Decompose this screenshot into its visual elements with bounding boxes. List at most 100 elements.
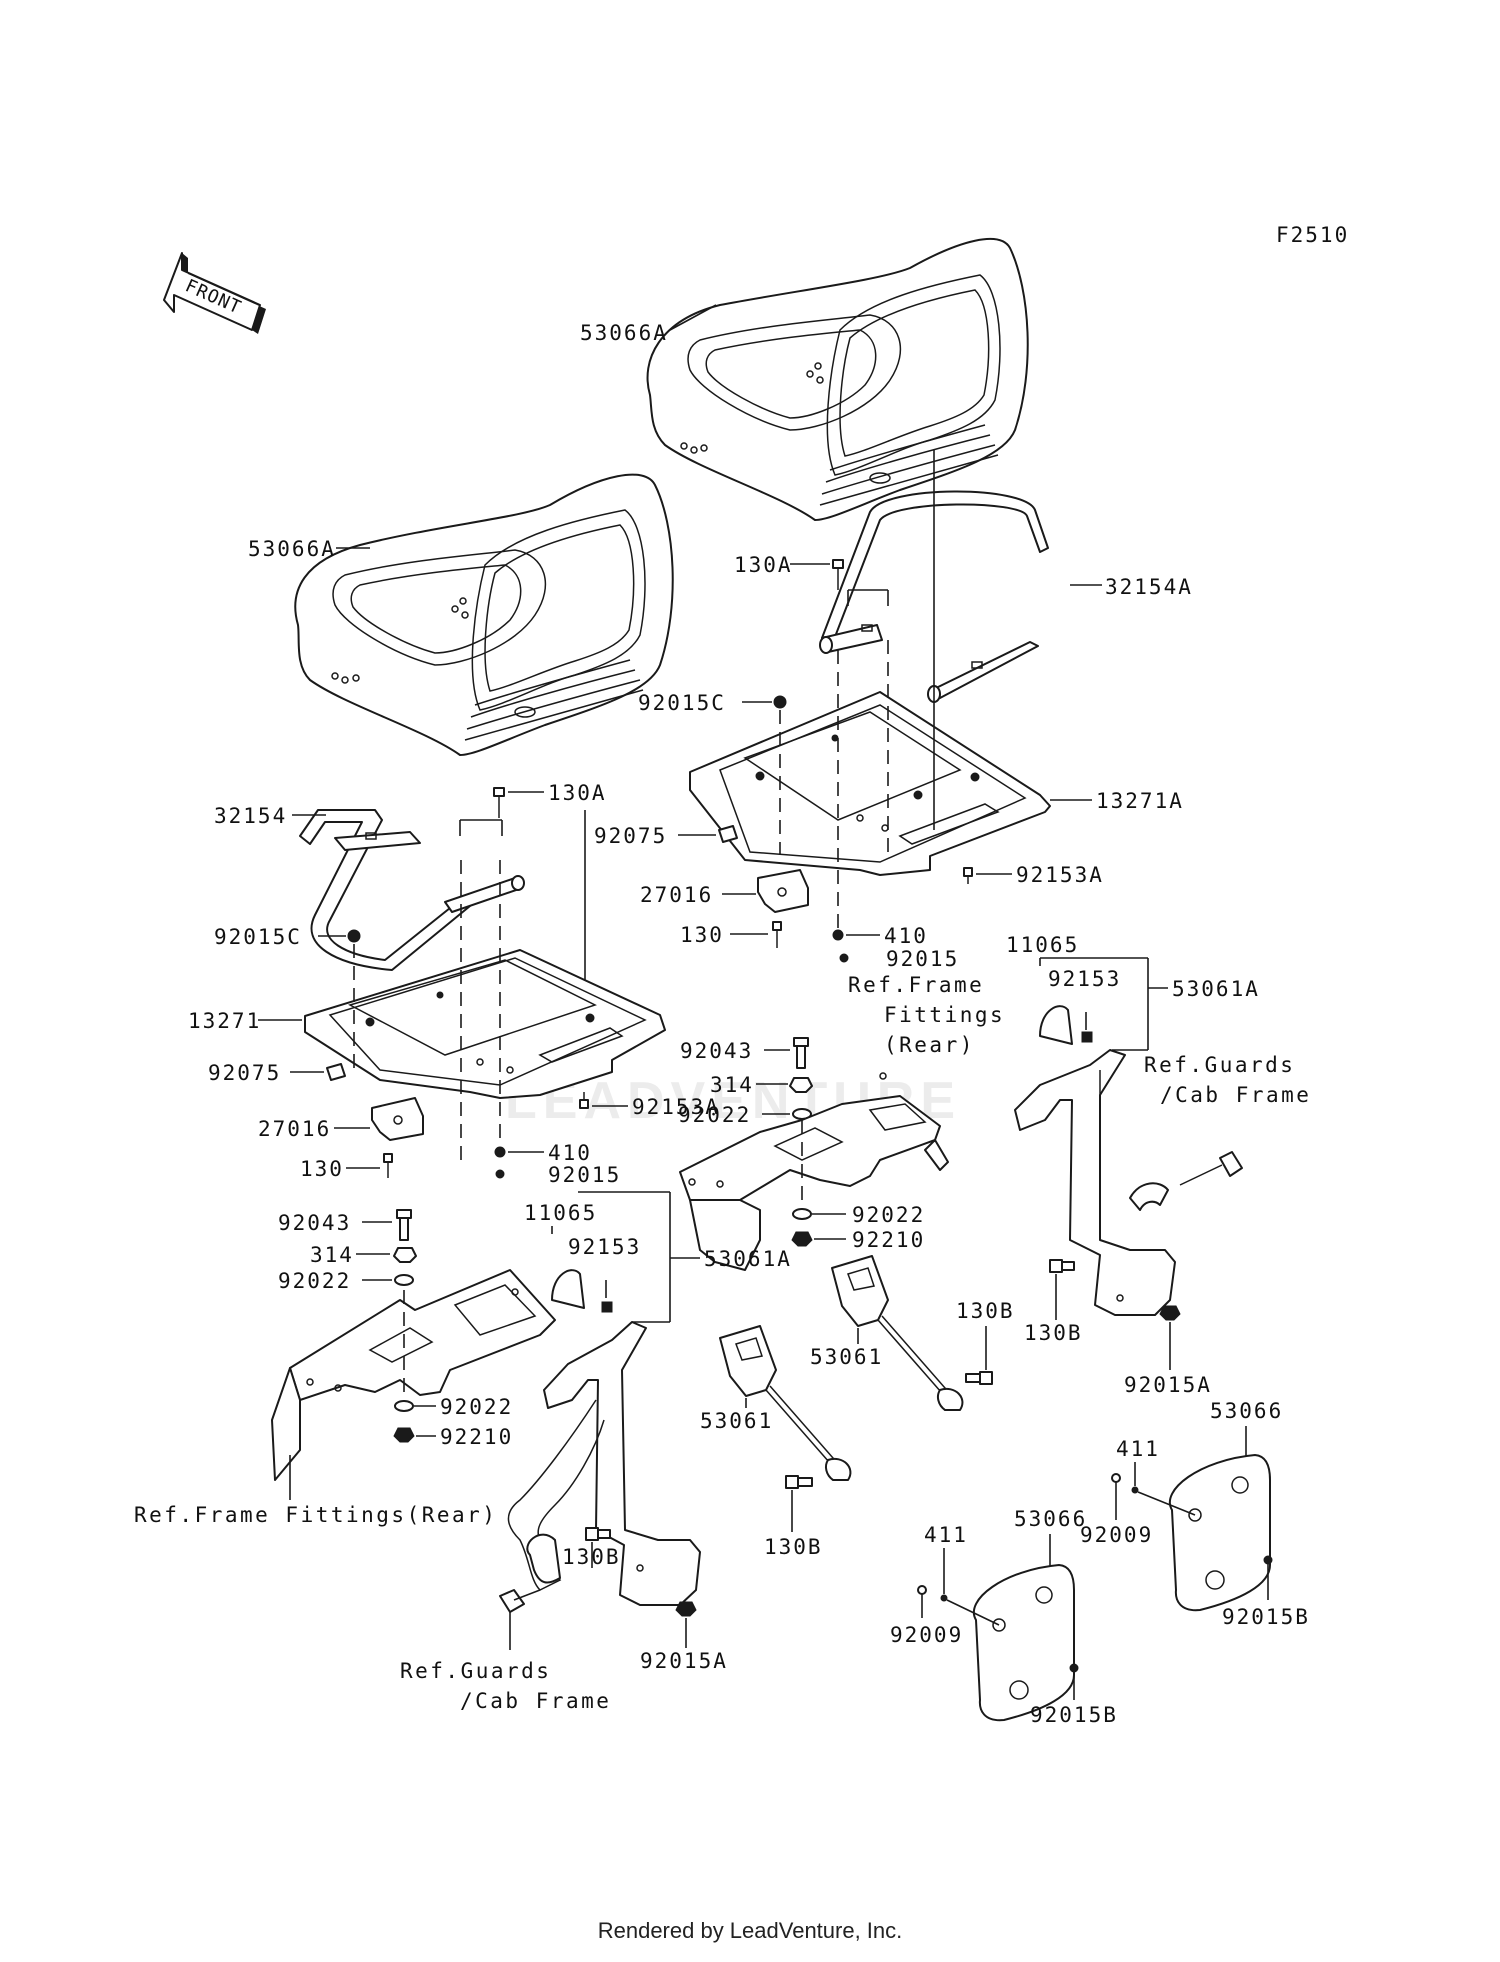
bolt-130B-right bbox=[1049, 1259, 1075, 1273]
label-92009-right: 92009 bbox=[1080, 1523, 1153, 1547]
label-92015A-right: 92015A bbox=[1124, 1373, 1212, 1397]
label-13271A: 13271A bbox=[1096, 789, 1184, 813]
label-92153A-left: 92153A bbox=[632, 1095, 720, 1119]
nut-314-left bbox=[393, 1247, 417, 1263]
grab-bar-right bbox=[819, 490, 1049, 703]
label-53066-right: 53066 bbox=[1210, 1399, 1283, 1423]
washer-410-right bbox=[832, 929, 844, 941]
ref-guards-right-line2: /Cab Frame bbox=[1160, 1083, 1311, 1107]
label-92022-right-top: 92022 bbox=[678, 1103, 751, 1127]
nut-92015-right bbox=[839, 953, 849, 963]
label-11065-right: 11065 bbox=[1006, 933, 1079, 957]
bolt-130B-left bbox=[585, 1527, 611, 1541]
seat-base-left bbox=[304, 949, 666, 1099]
ref-frame-rear-line1: Ref.Frame bbox=[848, 973, 984, 997]
label-53066A-left: 53066A bbox=[248, 537, 336, 561]
cover-53066-right bbox=[1169, 1454, 1271, 1612]
nut-92015-left bbox=[495, 1169, 505, 1179]
front-arrow-icon: FRONT bbox=[163, 252, 266, 334]
ref-frame-rear-line2: Fittings bbox=[884, 1003, 1005, 1027]
belt-guide-11065-left bbox=[551, 1269, 585, 1309]
nut-92210-left bbox=[393, 1427, 415, 1443]
label-92075-right: 92075 bbox=[594, 824, 667, 848]
buckle-53061-lower bbox=[719, 1325, 852, 1481]
grab-bar-left bbox=[299, 809, 525, 971]
bracket-frame-rear-right bbox=[679, 1072, 949, 1271]
label-92015-left: 92015 bbox=[548, 1163, 621, 1187]
label-92015C-left: 92015C bbox=[214, 925, 302, 949]
ref-guards-right-line1: Ref.Guards bbox=[1144, 1053, 1295, 1077]
label-92153A-right: 92153A bbox=[1016, 863, 1104, 887]
bolt-cab-frame-left bbox=[499, 1589, 541, 1613]
cover-53066-left bbox=[973, 1564, 1075, 1722]
nut-92210-right bbox=[791, 1231, 813, 1247]
label-411-right: 411 bbox=[1116, 1437, 1160, 1461]
label-410-right: 410 bbox=[884, 924, 928, 948]
nut-92015B-right bbox=[1263, 1555, 1273, 1565]
bracket-27016-left bbox=[371, 1097, 424, 1141]
nut-92015B-left bbox=[1069, 1663, 1079, 1673]
washer-411-right bbox=[1131, 1486, 1139, 1494]
label-92009-left: 92009 bbox=[890, 1623, 963, 1647]
label-53066-left: 53066 bbox=[1014, 1507, 1087, 1531]
label-53066A-right: 53066A bbox=[580, 321, 668, 345]
label-314-right: 314 bbox=[710, 1073, 754, 1097]
washer-92022-left-bottom bbox=[394, 1400, 414, 1412]
label-130B-lower: 130B bbox=[764, 1535, 823, 1559]
label-130A-left: 130A bbox=[548, 781, 607, 805]
ref-guards-left-line2: /Cab Frame bbox=[460, 1689, 611, 1713]
ref-frame-rear-line3: (Rear) bbox=[884, 1033, 975, 1057]
label-92015B-right: 92015B bbox=[1222, 1605, 1310, 1629]
label-92210-right: 92210 bbox=[852, 1228, 925, 1252]
label-130B-upper: 130B bbox=[956, 1299, 1015, 1323]
bolt-130-left bbox=[383, 1153, 393, 1178]
bolt-92043-left bbox=[396, 1209, 412, 1241]
washer-411-left bbox=[940, 1594, 948, 1602]
buckle-53061-upper bbox=[831, 1255, 964, 1411]
label-92022-right-bottom: 92022 bbox=[852, 1203, 925, 1227]
bracket-frame-rear-left bbox=[271, 1269, 556, 1481]
label-92022-left-bottom: 92022 bbox=[440, 1395, 513, 1419]
label-92210-left: 92210 bbox=[440, 1425, 513, 1449]
belt-guide-11065-right bbox=[1039, 1005, 1073, 1045]
washer-92022-left-top bbox=[394, 1274, 414, 1286]
bolt-92153A-right bbox=[963, 867, 973, 884]
nut-92015A-left bbox=[675, 1601, 697, 1617]
nut-92015C-left bbox=[347, 929, 361, 943]
bolt-92153-right bbox=[1081, 1031, 1093, 1043]
label-92043-right: 92043 bbox=[680, 1039, 753, 1063]
label-130-right: 130 bbox=[680, 923, 724, 947]
label-130B-right: 130B bbox=[1024, 1321, 1083, 1345]
label-92153-right: 92153 bbox=[1048, 967, 1121, 991]
label-53061A-right: 53061A bbox=[1172, 977, 1260, 1001]
bolt-92153-left bbox=[601, 1301, 613, 1313]
label-11065-left: 11065 bbox=[524, 1201, 597, 1225]
nut-92015A-right bbox=[1159, 1305, 1181, 1321]
seat-right bbox=[646, 237, 1029, 521]
label-92022-left-top: 92022 bbox=[278, 1269, 351, 1293]
nut-314-right bbox=[789, 1077, 813, 1093]
label-92015B-left: 92015B bbox=[1030, 1703, 1118, 1727]
bolt-cab-frame-right bbox=[1179, 1151, 1243, 1186]
footer-credit: Rendered by LeadVenture, Inc. bbox=[597, 1918, 903, 1943]
bolt-130B-lower bbox=[785, 1475, 813, 1489]
bolt-92153A-left bbox=[579, 1092, 589, 1109]
label-130A-right: 130A bbox=[734, 553, 793, 577]
bolt-130B-upper bbox=[965, 1371, 993, 1385]
bolt-130A-left bbox=[493, 787, 505, 818]
washer-92022-right-bottom bbox=[792, 1208, 812, 1220]
label-92015A-left: 92015A bbox=[640, 1649, 728, 1673]
label-92015-right: 92015 bbox=[886, 947, 959, 971]
label-410-left: 410 bbox=[548, 1141, 592, 1165]
seat-base-right bbox=[689, 691, 1051, 876]
label-92153-left: 92153 bbox=[568, 1235, 641, 1259]
label-32154A: 32154A bbox=[1105, 575, 1193, 599]
label-53061-upper: 53061 bbox=[810, 1345, 883, 1369]
label-53061-lower: 53061 bbox=[700, 1409, 773, 1433]
label-53061A-left: 53061A bbox=[704, 1247, 792, 1271]
label-314-left: 314 bbox=[310, 1243, 354, 1267]
label-130B-left: 130B bbox=[562, 1545, 621, 1569]
bolt-130A-right bbox=[832, 559, 844, 590]
bolt-92043-right bbox=[793, 1037, 809, 1069]
